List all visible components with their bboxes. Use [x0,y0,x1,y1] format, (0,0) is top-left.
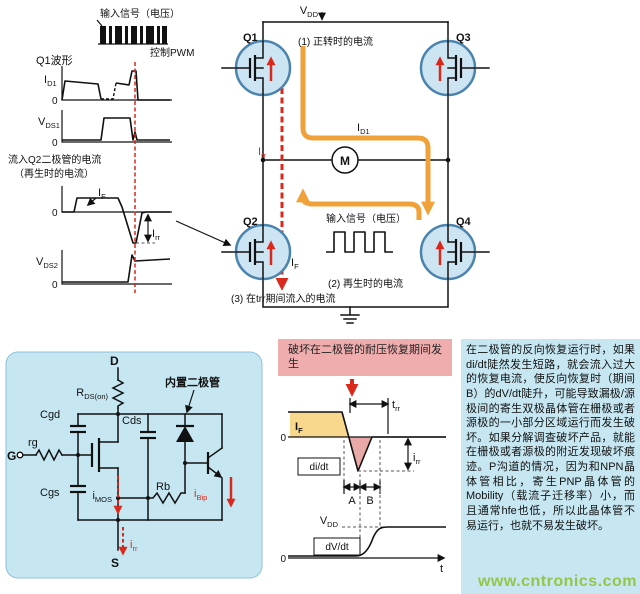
recovery-voltage-curve [288,526,446,557]
ibip-label: iBip [194,488,207,502]
rds-on-label: RDS(on) [76,387,108,401]
recovery-area-highlight [349,437,372,471]
voltage-zero-label: 0 [280,554,286,565]
gate-label: G [7,449,16,463]
q4-mosfet [421,225,475,279]
vds2-axis-label: VDS2 [36,256,58,270]
didt-label: di/dt [310,462,329,473]
vds1-waveform-plot: VDS1 0 [38,110,172,149]
control-pwm-label: 控制PWM [150,46,194,59]
ground-symbol [340,306,360,324]
vds2-waveform-plot: VDS2 0 [36,250,172,291]
id1-current-label: ID1 [357,122,370,136]
q1-mosfet [236,41,290,95]
q1-label: Q1 [243,32,258,44]
q3-mosfet [421,41,475,95]
trr-current-note: (3) 在trr期间流入的电流 [231,292,335,305]
motor: M [331,146,359,174]
id1-axis-label: ID1 [44,74,57,88]
rb-resistor [147,491,186,505]
motor-label: M [340,154,350,168]
builtin-diode-pointer [185,389,195,414]
arrow-to-q2 [175,220,232,247]
gate-terminal [16,451,24,459]
control-pwm-signal: 输入信号（电压） 控制PWM [96,7,194,59]
builtin-diode-label: 内置二极管 [165,375,220,389]
vds1-axis-label: VDS1 [38,116,60,130]
vdd-label: VDD [300,5,319,19]
description-text-panel: 在二极管的反向恢复运行时，如果di/dt陡然发生短路，就会流入过大的恢复电流，使… [461,339,640,594]
bridge-input-signal-label: 输入信号（电压） [326,212,406,225]
rg-resistor [34,448,64,462]
hbridge-wires [221,12,490,308]
period-b-label: B [366,495,373,507]
time-axis-label: t [440,563,443,575]
irr-current-label: Irr [258,146,267,160]
if-current-label: IF [291,257,299,271]
if-axis-label: IF [98,187,106,201]
bridge-input-square-wave [326,231,393,253]
recovery-if-label: IF [295,421,303,435]
cds-label: Cds [122,415,142,427]
source-label: S [111,556,119,570]
q2-label: Q2 [243,216,258,228]
watermark: www.cntronics.com [477,573,637,590]
didt-box [297,457,341,476]
rb-label: Rb [156,481,170,493]
cgd-label: Cgd [40,409,60,421]
npn-emitter [206,465,223,479]
regen-current-path [296,188,422,220]
if-waveform-plot: IF 0 Irr [52,186,172,244]
equivalent-circuit: D RDS(on) 内置二极管 Cgd Cds rg G Cgs iMOS Rb… [5,351,263,579]
id1-zero-label: 0 [52,96,58,107]
equivalent-circuit-panel [5,351,263,579]
forward-current-path [300,46,435,216]
dvdt-label: dV/dt [325,542,349,553]
q2-diode-note-line1: 流入Q2二极管的电流 [8,153,101,166]
recovery-waveforms: 0 IF trr di/dt irr A B VDD 0 t dV/dt [280,379,446,575]
recovery-header-banner: 破坏在二极管的耐压恢复期间发生 [278,339,452,376]
current-zero-label: 0 [280,433,286,444]
forward-current-note: (1) 正转时的电流 [298,35,373,48]
recovery-vdd-label: VDD [320,515,339,529]
vds2-zero-label: 0 [52,280,58,291]
cgs-label: Cgs [40,487,60,499]
if-label-pointer [86,197,97,207]
q3-label: Q3 [456,32,471,44]
trr-label: trr [392,399,401,413]
if-zero-label: 0 [52,208,58,219]
recovery-irr-label: irr [413,452,421,466]
period-a-label: A [348,495,356,507]
imos-label: iMOS [92,490,112,504]
irr-measure-label: Irr [152,228,161,242]
recovery-current-curve [288,411,446,472]
vds1-zero-label: 0 [52,138,58,149]
drain-label: D [110,354,119,368]
q2-diode-note-line2: （再生时的电流） [14,167,94,180]
rg-label: rg [28,437,38,449]
irr-label: irr [130,539,138,553]
regen-current-note: (2) 再生时的电流 [328,277,403,290]
q1-waveform-label: Q1波形 [36,54,73,67]
input-signal-label: 输入信号（电压） [100,7,180,20]
id1-waveform-plot: ID1 0 [44,66,172,107]
pwm-pulse-train [100,26,167,44]
hbridge-circuit: M VDD Q1 Q3 Q2 Q4 (1) 正转时的电流 ID1 Irr 输入信… [221,5,490,324]
rds-on-resistor [111,378,125,409]
dvdt-box [313,537,361,556]
if-area-highlight [290,412,349,437]
q4-label: Q4 [456,216,472,228]
builtin-diode-symbol [176,426,194,442]
q2-mosfet [236,225,290,279]
